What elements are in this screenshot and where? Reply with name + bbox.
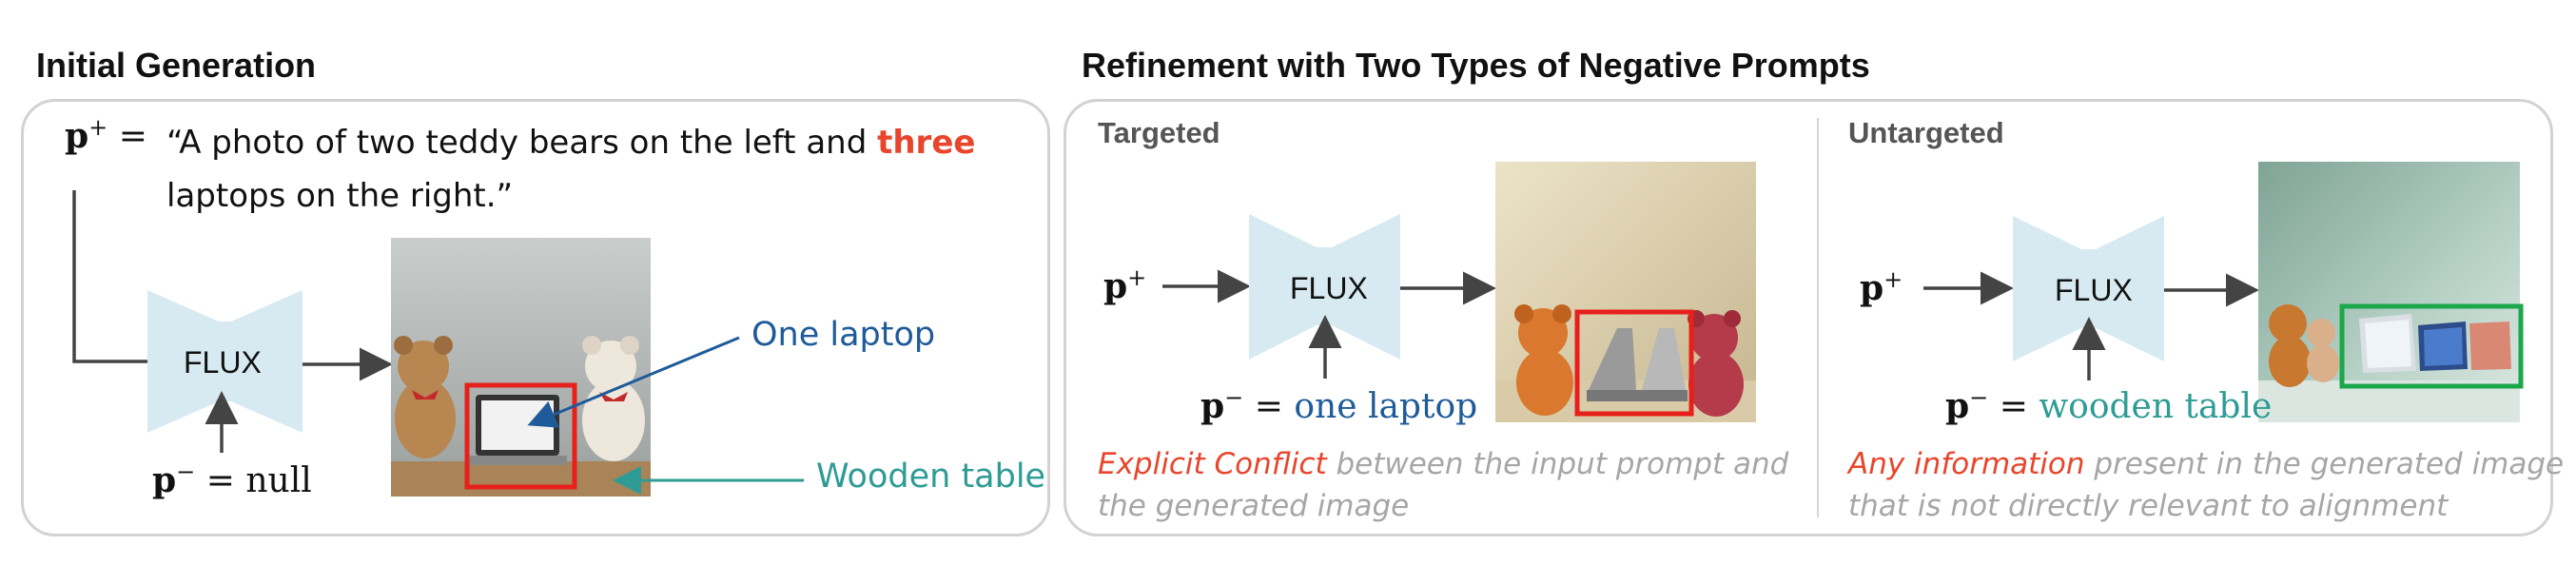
targeted-p-plus: p+ [1103,264,1147,306]
refinement-panel [1064,99,2553,536]
untargeted-caption-line2: that is not directly relevant to alignme… [1848,489,2449,523]
targeted-caption-highlight: Explicit Conflict [1098,447,1327,481]
generated-image-untargeted [2258,162,2520,422]
targeted-caption: Explicit Conflict between the input prom… [1098,443,1788,527]
untargeted-p-plus: p+ [1860,266,1903,308]
p-minus-null: p− = null [152,458,312,500]
flux-model-icon [2013,216,2164,361]
generated-image-initial [391,238,651,497]
section-title-refinement: Refinement with Two Types of Negative Pr… [1082,46,1870,85]
callout-one-laptop: One laptop [751,316,936,354]
untargeted-caption-highlight: Any information [1848,447,2085,481]
targeted-caption-line1: between the input prompt and [1336,447,1789,481]
initial-generation-diagram [72,190,804,497]
targeted-p-minus: p− = one laptop [1200,384,1478,426]
untargeted-p-minus: p− = wooden table [1945,384,2273,426]
targeted-label: Targeted [1098,116,1220,149]
prompt-text-line2: laptops on the right.” [166,177,514,215]
untargeted-caption-line1: present in the generated image [2094,447,2565,481]
panel-divider [1817,118,1819,517]
conflict-box-laptop [464,382,577,490]
generated-image-targeted [1495,162,1756,422]
initial-generation-panel [21,99,1050,536]
section-title-initial: Initial Generation [36,46,317,85]
flux-label-untargeted: FLUX [2055,273,2133,307]
targeted-caption-line2: the generated image [1098,489,1410,523]
input-prompt: “A photo of two teddy bears on the left … [166,116,975,223]
prompt-text-line1: “A photo of two teddy bears on the left … [166,124,868,162]
untargeted-caption: Any information present in the generated… [1848,443,2564,527]
irrelevant-info-box [2339,303,2524,389]
untargeted-label: Untargeted [1848,116,2004,149]
callout-laptop-arrow [527,336,740,428]
p-plus-symbol: p+ = [65,114,147,156]
flux-model-icon [1249,214,1400,360]
callout-wooden-table: Wooden table [816,458,1046,496]
flux-label-initial: FLUX [184,345,262,380]
targeted-diagram [1162,162,1756,422]
flux-label-targeted: FLUX [1290,271,1368,305]
prompt-highlight: three [877,124,976,162]
conflict-box-targeted [1574,309,1694,417]
flux-model-icon [147,290,302,433]
untargeted-diagram [1923,162,2524,422]
